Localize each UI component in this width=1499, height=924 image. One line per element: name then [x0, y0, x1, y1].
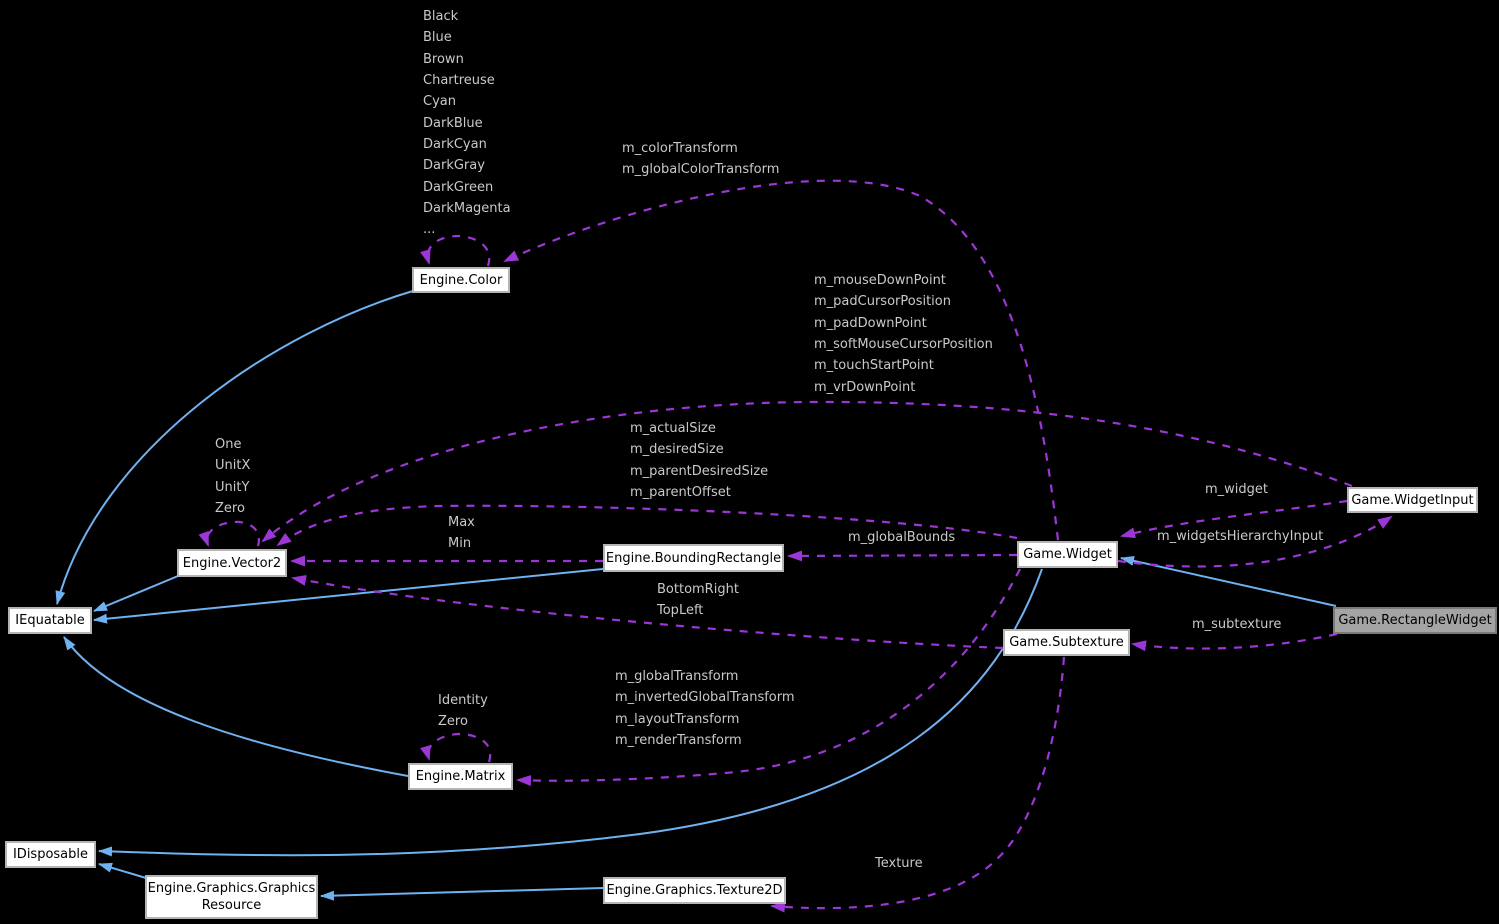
- label-line: m_mouseDownPoint: [814, 273, 946, 288]
- label-line: m_subtexture: [1192, 617, 1282, 632]
- label-line: DarkCyan: [423, 136, 487, 152]
- edge-labels-widget-matrix-members: m_globalTransform m_invertedGlobalTransfo…: [615, 666, 795, 751]
- label-line: Engine.Graphics.Graphics: [147, 881, 316, 896]
- edge-graphicsresource-inherits-idisposable: [98, 862, 147, 879]
- label-line: m_softMouseCursorPosition: [814, 336, 993, 352]
- label-line: m_widget: [1205, 482, 1269, 497]
- edge-labels-widget-size-members: m_actualSize m_desiredSize m_parentDesired…: [630, 418, 768, 503]
- edge-widget-inherits-idisposable: [98, 568, 1043, 857]
- edge-matrix-inherits-iequatable: [63, 636, 409, 777]
- label-line: Max: [448, 515, 475, 530]
- edge-label-global-bounds: m_globalBounds: [848, 527, 955, 548]
- label-line: Chartreuse: [423, 72, 495, 88]
- edge-vector2-self-loop: [198, 520, 260, 547]
- label-line: m_colorTransform: [622, 141, 738, 156]
- label-line: Black: [423, 9, 459, 24]
- label-line: Cyan: [423, 94, 456, 110]
- edge-widget-uses-boundingrectangle: [787, 550, 1018, 562]
- label-line: Brown: [423, 51, 464, 67]
- class-node-engine-color[interactable]: Engine.Color: [412, 267, 510, 293]
- edge-rectanglewidget-uses-subtexture: [1131, 632, 1338, 652]
- label-line: Texture: [875, 856, 923, 871]
- class-node-engine-graphics-texture2d[interactable]: Engine.Graphics.Texture2D: [603, 877, 786, 904]
- edge-subtexture-uses-texture2d: [770, 656, 1066, 913]
- label-line: UnitY: [215, 479, 250, 495]
- class-node-engine-matrix[interactable]: Engine.Matrix: [408, 763, 513, 790]
- edge-vector2-inherits-iequatable: [93, 575, 179, 612]
- label-line: Resource: [201, 898, 262, 913]
- class-node-game-subtexture[interactable]: Game.Subtexture: [1003, 629, 1130, 656]
- class-node-game-widget[interactable]: Game.Widget: [1017, 541, 1118, 568]
- edge-labels-widget-color-members: m_colorTransform m_globalColorTransform: [622, 138, 779, 181]
- label-line: m_desiredSize: [630, 442, 724, 458]
- label-line: Min: [448, 536, 472, 552]
- label-line: m_invertedGlobalTransform: [615, 690, 795, 706]
- label-line: m_globalBounds: [848, 530, 956, 545]
- edge-widgetinput-uses-vector2: [261, 400, 1353, 543]
- edge-subtexture-uses-vector2: [291, 574, 1004, 650]
- label-line: m_parentDesiredSize: [630, 463, 769, 479]
- label-line: m_renderTransform: [615, 732, 742, 748]
- class-node-game-rectanglewidget[interactable]: Game.RectangleWidget: [1333, 607, 1497, 634]
- label-line: TopLeft: [657, 603, 704, 619]
- class-node-engine-vector2[interactable]: Engine.Vector2: [177, 549, 287, 577]
- edge-label-m-widget: m_widget: [1205, 479, 1268, 500]
- class-node-iequatable[interactable]: IEquatable: [8, 607, 92, 634]
- label-line: m_vrDownPoint: [814, 379, 916, 395]
- label-line: DarkMagenta: [423, 200, 511, 216]
- label-line: ...: [423, 222, 436, 238]
- edge-matrix-self-loop: [420, 732, 492, 763]
- edge-color-inherits-iequatable: [55, 290, 414, 605]
- edge-widgetinput-uses-widget: [1120, 499, 1348, 539]
- label-line: UnitX: [215, 458, 251, 474]
- label-line: m_touchStartPoint: [814, 358, 934, 374]
- class-node-game-widgetinput[interactable]: Game.WidgetInput: [1347, 487, 1478, 513]
- label-line: DarkGray: [423, 158, 485, 174]
- class-node-idisposable[interactable]: IDisposable: [5, 841, 96, 868]
- label-line: m_widgetsHierarchyInput: [1157, 529, 1324, 544]
- label-line: m_parentOffset: [630, 484, 731, 500]
- edge-boundingrectangle-inherits-iequatable: [93, 568, 604, 624]
- edge-label-texture: Texture: [875, 853, 923, 874]
- edge-widget-uses-vector2: [276, 504, 1018, 547]
- label-line: m_padCursorPosition: [814, 294, 951, 310]
- edge-label-m-subtexture: m_subtexture: [1192, 614, 1281, 635]
- label-line: m_layoutTransform: [615, 711, 740, 727]
- edge-widget-uses-matrix: [516, 568, 1021, 787]
- class-node-engine-boundingrectangle[interactable]: Engine.BoundingRectangle: [603, 544, 784, 572]
- label-line: m_actualSize: [630, 421, 716, 436]
- label-line: DarkBlue: [423, 115, 483, 131]
- edge-label-m-widgets-hierarchy-input: m_widgetsHierarchyInput: [1157, 526, 1323, 547]
- label-line: m_globalColorTransform: [622, 162, 780, 178]
- label-line: One: [215, 437, 242, 452]
- label-line: m_padDownPoint: [814, 315, 927, 331]
- label-line: m_globalTransform: [615, 669, 739, 684]
- label-line: DarkGreen: [423, 179, 494, 195]
- label-line: Blue: [423, 30, 452, 46]
- label-line: Identity: [438, 693, 488, 708]
- edge-color-self-loop: [420, 234, 491, 267]
- label-line: BottomRight: [657, 582, 739, 597]
- label-line: Zero: [215, 500, 245, 516]
- edge-texture2d-inherits-graphicsresource: [320, 887, 604, 901]
- label-line: Zero: [438, 714, 468, 730]
- edge-labels-widgetinput-vector2-members: m_mouseDownPoint m_padCursorPosition m_pad…: [814, 270, 993, 398]
